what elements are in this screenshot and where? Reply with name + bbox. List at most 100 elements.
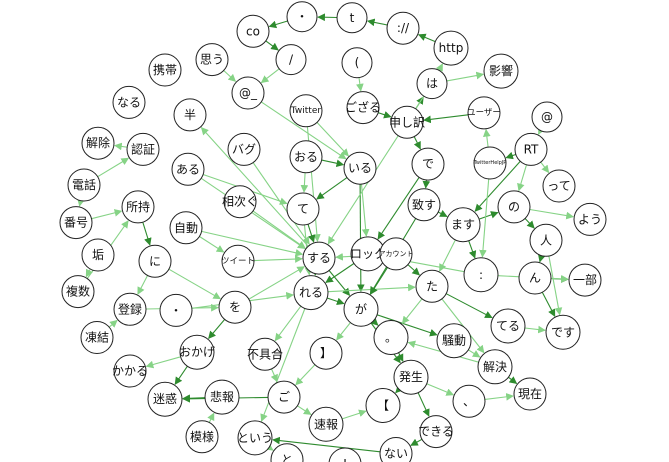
node-fukusuu[interactable]: 複数	[61, 275, 95, 309]
node-hito[interactable]: 人	[529, 223, 563, 257]
node-teru[interactable]: てる	[490, 308, 526, 344]
node-circle	[148, 53, 182, 87]
node-oru[interactable]: おる	[289, 140, 323, 174]
node-label: 登録	[118, 301, 142, 316]
edge-masu-to-ta	[439, 239, 456, 272]
node-circle	[126, 132, 160, 166]
node-label: 影響	[489, 63, 513, 78]
node-fuguai[interactable]: 不具合	[247, 337, 283, 371]
node-co[interactable]: co	[236, 14, 270, 48]
node-masu[interactable]: ます	[445, 207, 481, 243]
node-at[interactable]: @	[531, 101, 563, 133]
node-rt[interactable]: RT	[514, 132, 548, 166]
node-iru[interactable]: いる	[343, 151, 377, 185]
node-soudou[interactable]: 騒動	[436, 323, 472, 359]
node-kaiketsu[interactable]: 解決	[477, 349, 513, 385]
node-colon_slash[interactable]: ://	[386, 11, 420, 45]
node-bagu[interactable]: バグ	[227, 132, 261, 166]
node-nai[interactable]: ない	[379, 437, 413, 462]
node-label: ご	[278, 389, 290, 404]
node-http[interactable]: http	[433, 30, 469, 66]
node-rbracket[interactable]: 】	[309, 336, 343, 370]
node-te[interactable]: て	[286, 192, 320, 226]
node-excl[interactable]: !	[328, 447, 362, 462]
node-jidou[interactable]: 自動	[169, 211, 203, 245]
node-circle	[531, 101, 563, 133]
node-label: できる	[418, 425, 454, 439]
node-lbracket[interactable]: 【	[365, 388, 401, 423]
node-at_[interactable]: @_	[231, 76, 265, 110]
node-tte[interactable]: って	[542, 169, 576, 203]
node-no[interactable]: の	[497, 190, 531, 224]
node-gozaru[interactable]: ござる	[345, 91, 381, 125]
node-hihou[interactable]: 悲報	[204, 379, 240, 415]
node-kakaru[interactable]: かかる	[112, 354, 148, 388]
node-keitai[interactable]: 携帯	[148, 53, 182, 87]
node-suru[interactable]: する	[302, 241, 336, 275]
node-circle	[275, 44, 307, 76]
node-ichibu[interactable]: 一部	[568, 263, 602, 297]
node-ta[interactable]: た	[415, 269, 449, 303]
node-colon[interactable]: :	[463, 257, 499, 293]
node-circle	[289, 140, 323, 174]
node-ni[interactable]: に	[138, 244, 172, 278]
node-twitter[interactable]: Twitter	[289, 94, 323, 128]
node-tweet[interactable]: ツイート	[221, 244, 255, 278]
node-dot2[interactable]: ・	[159, 293, 193, 327]
node-aitsugu[interactable]: 相次ぐ	[222, 185, 258, 219]
node-bangou[interactable]: 番号	[59, 206, 93, 240]
node-to[interactable]: と	[270, 443, 304, 462]
node-you[interactable]: よう	[573, 202, 607, 236]
node-eikyou[interactable]: 影響	[483, 53, 519, 89]
node-label: 凍結	[85, 331, 109, 345]
node-de[interactable]: で	[411, 147, 445, 181]
node-reru[interactable]: れる	[293, 275, 329, 311]
node-label: 模様	[190, 430, 214, 444]
node-desu[interactable]: です	[545, 314, 581, 350]
edge-ta-to-period	[401, 298, 423, 325]
node-naru[interactable]: なる	[112, 85, 146, 119]
node-twitterhelpjp[interactable]: TwitterHelpJP	[473, 146, 507, 180]
node-paren[interactable]: (	[341, 47, 373, 79]
node-kaijo[interactable]: 解除	[81, 126, 115, 160]
node-aka[interactable]: 垢	[81, 238, 115, 272]
node-n[interactable]: ん	[518, 261, 552, 295]
node-moyou[interactable]: 模様	[185, 420, 219, 454]
node-shoji[interactable]: 所持	[121, 190, 155, 224]
node-hassei[interactable]: 発生	[393, 359, 429, 395]
node-t[interactable]: t	[336, 2, 368, 34]
node-wo[interactable]: を	[218, 290, 252, 324]
node-label: 自動	[174, 221, 198, 235]
node-genzai[interactable]: 現在	[513, 377, 547, 411]
node-touroku[interactable]: 登録	[113, 292, 147, 326]
edge-sokuhou-to-lbracket	[341, 409, 367, 420]
node-itasu[interactable]: 致す	[407, 188, 441, 222]
node-sokuhou[interactable]: 速報	[308, 406, 344, 442]
node-meiwaku[interactable]: 迷惑	[147, 381, 183, 417]
node-denwa[interactable]: 電話	[67, 168, 101, 202]
node-toiu[interactable]: という	[237, 420, 273, 456]
node-label: おる	[294, 150, 318, 164]
node-moushiwake[interactable]: 申し訳	[389, 105, 425, 139]
node-han[interactable]: 半	[173, 98, 207, 132]
node-aru[interactable]: ある	[171, 152, 205, 186]
node-dot1[interactable]: ・	[286, 1, 318, 33]
node-comma[interactable]: 、	[452, 384, 486, 418]
node-circle	[483, 53, 519, 89]
node-label: 垢	[92, 248, 104, 262]
node-omou[interactable]: 思う	[195, 43, 229, 77]
node-label: 番号	[64, 216, 88, 230]
node-slash[interactable]: /	[275, 44, 307, 76]
node-okage[interactable]: おかげ	[179, 334, 215, 370]
node-dekiru[interactable]: できる	[418, 415, 454, 449]
node-user[interactable]: ユーザー	[467, 96, 501, 130]
node-touketsu[interactable]: 凍結	[80, 321, 114, 354]
node-ha[interactable]: は	[416, 68, 448, 100]
node-rock[interactable]: ロック	[350, 236, 386, 272]
node-account[interactable]: アカウント	[379, 237, 414, 271]
node-ninshou[interactable]: 認証	[126, 132, 160, 166]
node-period[interactable]: 。	[373, 320, 409, 355]
node-ga[interactable]: が	[343, 291, 379, 327]
node-go[interactable]: ご	[267, 380, 301, 414]
edge-denwa-to-ninshou	[97, 157, 130, 178]
